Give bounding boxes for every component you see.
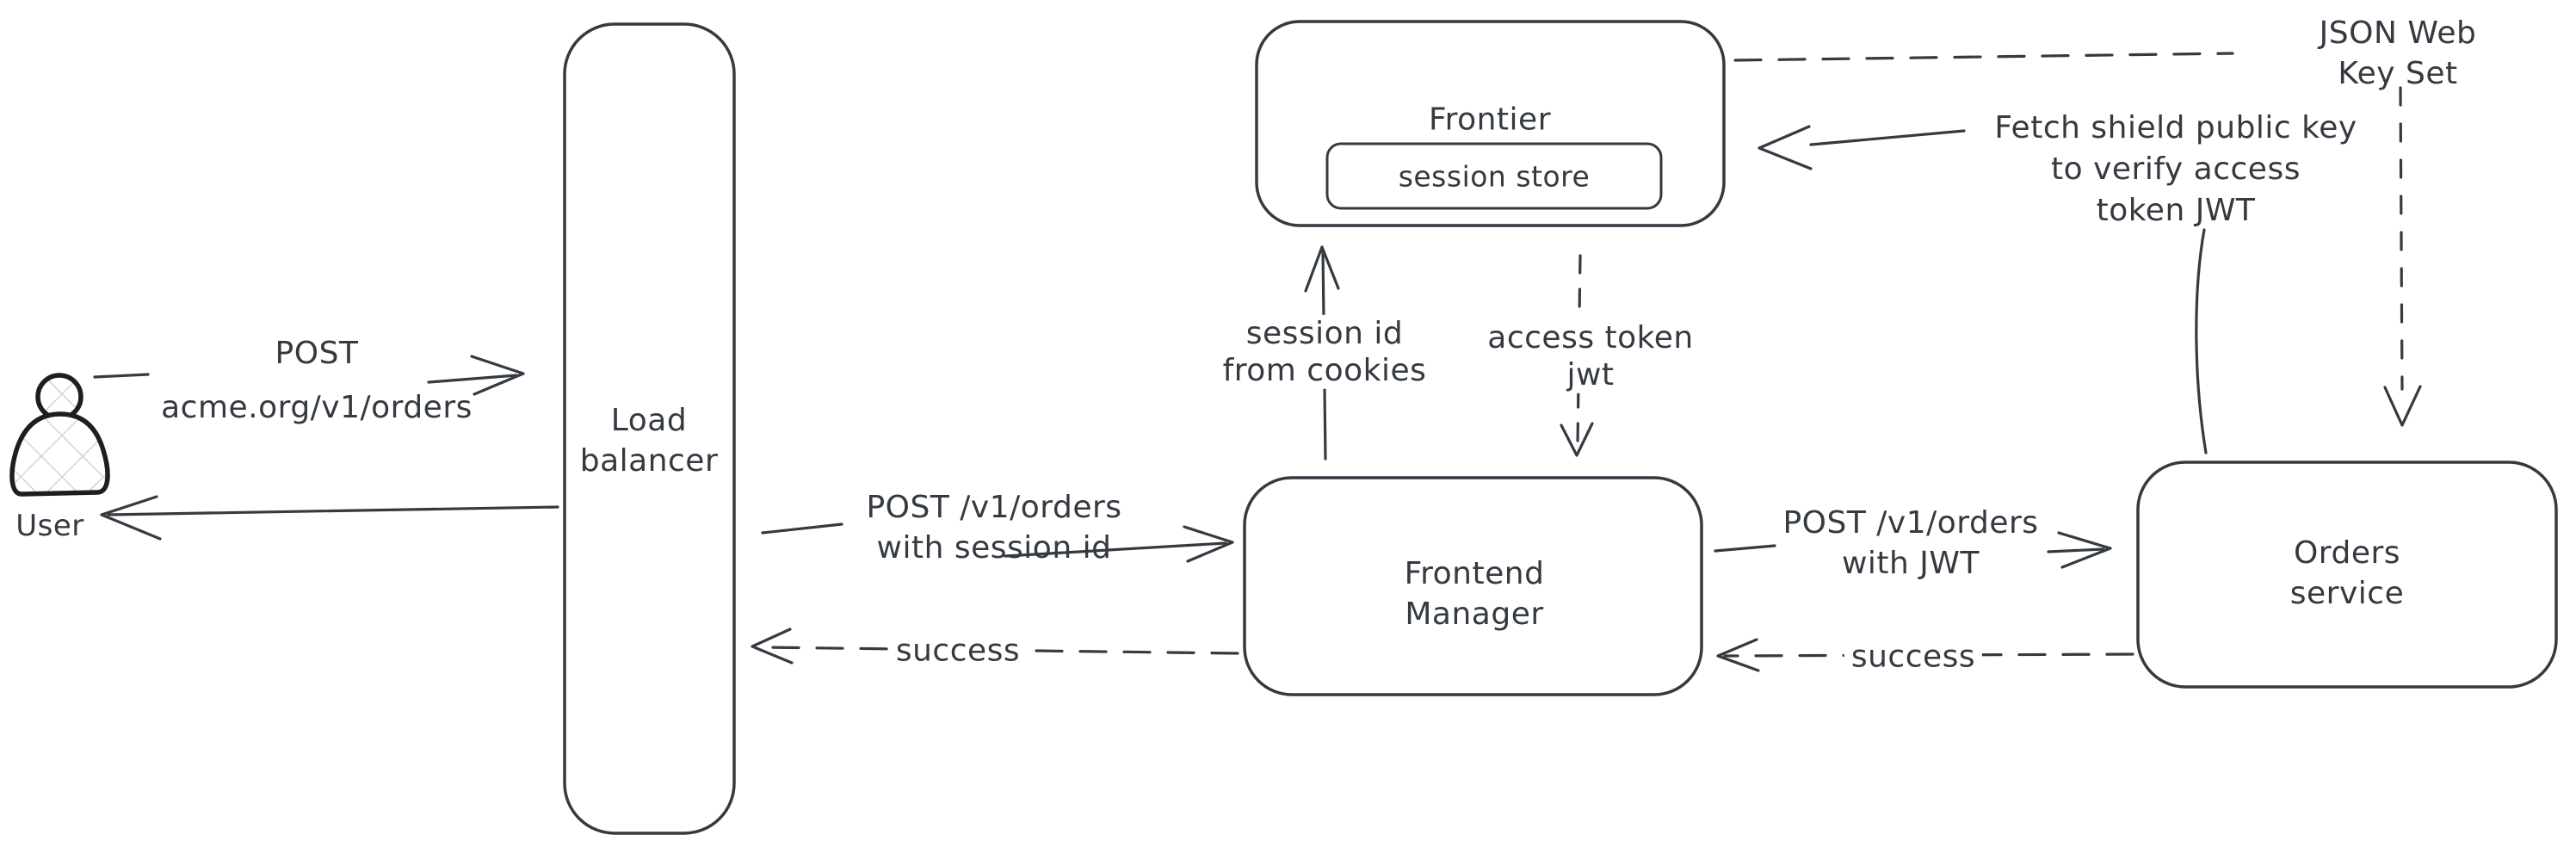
arrow-lb-to-user-head: [100, 495, 162, 541]
node-orders-service-box: [2136, 461, 2558, 689]
jwks-label: JSON Web Key Set: [2319, 15, 2477, 91]
arrow-fetch-key-curve: [2195, 228, 2208, 454]
user-body-icon: [9, 411, 110, 497]
arrow-success-right-head: [1716, 638, 1760, 672]
arrow-post-session-head: [1183, 525, 1234, 563]
arrow-fetch-key-head: [1757, 125, 1813, 170]
orders-service-label: Orders service: [2289, 535, 2405, 611]
user-figure-icon: [9, 373, 110, 497]
arrow-access-token-head: [1560, 422, 1594, 457]
arrow-post-session-shaft: [1004, 541, 1227, 558]
session-cookies-label: session id from cookies: [1215, 314, 1434, 390]
node-frontend-manager-box: [1243, 476, 1703, 696]
fetch-key-label: Fetch shield public key to verify access…: [1994, 110, 2357, 228]
arrow-post-jwt-head: [2057, 531, 2112, 569]
arrow-fetch-key-shaft: [1809, 129, 1966, 146]
arrow-post-session-stub: [761, 522, 843, 535]
success-left-label: success: [888, 631, 1028, 672]
access-token-label: access token jwt: [1480, 318, 1701, 394]
post-acme-label: POST acme.org/v1/orders: [161, 336, 473, 425]
post-jwt-label: POST /v1/orders with JWT: [1782, 505, 2039, 581]
arrow-success-left-head: [751, 628, 794, 665]
arrow-jwks-down-shaft: [2399, 86, 2404, 391]
node-load-balancer-box: [563, 22, 736, 835]
arrow-post-acme-shaft: [427, 374, 518, 384]
arrow-session-cookies-head: [1304, 245, 1340, 293]
load-balancer-label: Load balancer: [579, 403, 719, 479]
arrow-post-acme-head: [470, 355, 525, 396]
success-right-label: success: [1844, 637, 1983, 678]
arrow-lb-to-user-shaft: [107, 505, 559, 516]
arrow-post-jwt-stub: [1714, 544, 1776, 553]
post-session-label: POST /v1/orders with session id: [866, 490, 1122, 566]
arrow-post-acme-stub: [93, 373, 150, 379]
frontend-manager-label: Frontend Manager: [1404, 556, 1545, 632]
user-label: User: [15, 508, 84, 543]
line-jwks-horizontal: [1733, 52, 2234, 62]
node-session-store-box: [1325, 142, 1663, 210]
arrow-jwks-down-head: [2383, 385, 2422, 427]
frontier-label: Frontier: [1428, 102, 1552, 138]
arrow-success-right-shaft: [1723, 652, 2134, 658]
arrow-post-jwt-shaft: [2047, 547, 2105, 553]
session-store-label: session store: [1398, 159, 1591, 194]
